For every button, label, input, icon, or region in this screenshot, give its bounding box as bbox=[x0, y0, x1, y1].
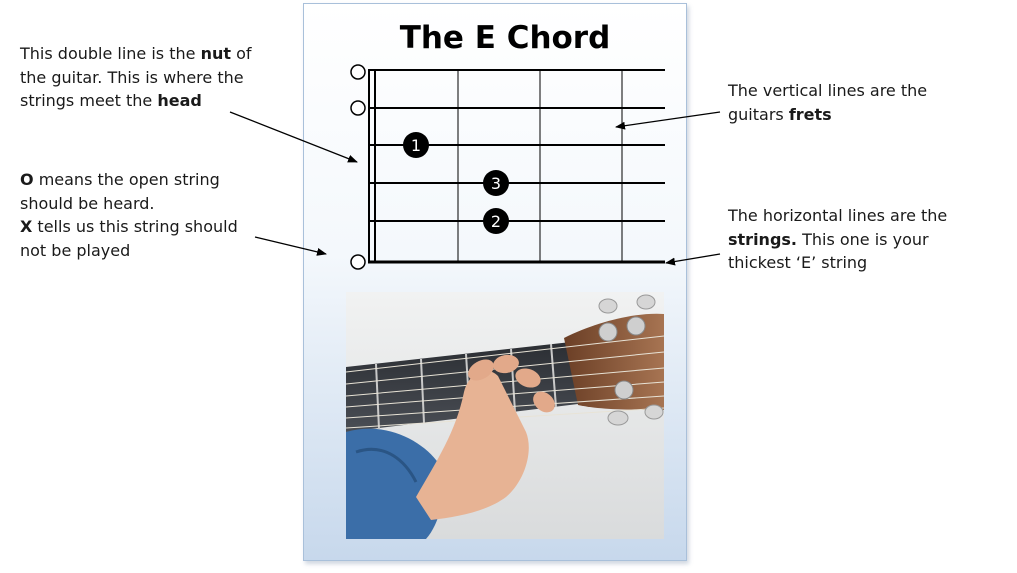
annotation-open-text-2: tells us this string should not be playe… bbox=[20, 217, 238, 260]
annotation-open-string: O means the open string should be heard.… bbox=[20, 168, 260, 262]
arrow-to-thick-string bbox=[665, 253, 721, 266]
tuning-pegs bbox=[598, 294, 664, 426]
arrow-to-nut bbox=[229, 111, 358, 163]
finger-dot-1 bbox=[403, 132, 429, 158]
fingers bbox=[468, 354, 555, 413]
annotation-nut: This double line is the nut of the guita… bbox=[20, 42, 280, 113]
annotation-open-bold-x: X bbox=[20, 217, 33, 236]
finger-dot-3 bbox=[483, 170, 509, 196]
finger-dots: 1 3 2 bbox=[403, 132, 509, 234]
annotation-strings-bold: strings. bbox=[728, 229, 797, 249]
guitar-neck bbox=[346, 342, 578, 432]
open-string-marker bbox=[350, 254, 366, 270]
annotation-open-text-1: means the open string should be heard. bbox=[20, 170, 220, 213]
page-title: The E Chord bbox=[399, 20, 611, 56]
finger-label-3: 3 bbox=[491, 174, 501, 193]
finger-label-2: 2 bbox=[491, 212, 501, 231]
guitar-photo bbox=[346, 292, 664, 539]
finger-dot-2 bbox=[483, 208, 509, 234]
annotation-nut-text-2: of the guitar. This is where the strings… bbox=[20, 44, 252, 110]
annotation-frets-bold: frets bbox=[788, 104, 832, 124]
annotation-nut-bold-nut: nut bbox=[200, 44, 232, 63]
annotation-strings: The horizontal lines are the strings. Th… bbox=[728, 204, 988, 275]
annotation-strings-text-1: The horizontal lines are the bbox=[728, 206, 948, 225]
arrow-to-open-marker bbox=[254, 236, 327, 256]
finger-label-1: 1 bbox=[411, 136, 421, 155]
arrow-to-frets bbox=[615, 111, 721, 130]
annotation-arrows bbox=[229, 111, 721, 266]
open-markers bbox=[350, 64, 366, 270]
fretboard-grid bbox=[368, 69, 665, 264]
annotation-frets: The vertical lines are the guitars frets bbox=[728, 79, 958, 126]
fretting-hand bbox=[416, 370, 529, 520]
annotation-nut-text-1: This double line is the bbox=[20, 44, 201, 63]
annotation-strings-text-2: This one is your thickest ‘E’ string bbox=[728, 229, 929, 273]
annotation-frets-text: The vertical lines are the guitars bbox=[728, 81, 928, 124]
shirt-sleeve bbox=[346, 428, 443, 539]
open-string-marker bbox=[350, 100, 366, 116]
open-string-marker bbox=[350, 64, 366, 80]
guitar-headstock bbox=[564, 313, 664, 410]
annotation-open-bold-o: O bbox=[20, 170, 34, 189]
annotation-nut-bold-head: head bbox=[157, 91, 202, 110]
